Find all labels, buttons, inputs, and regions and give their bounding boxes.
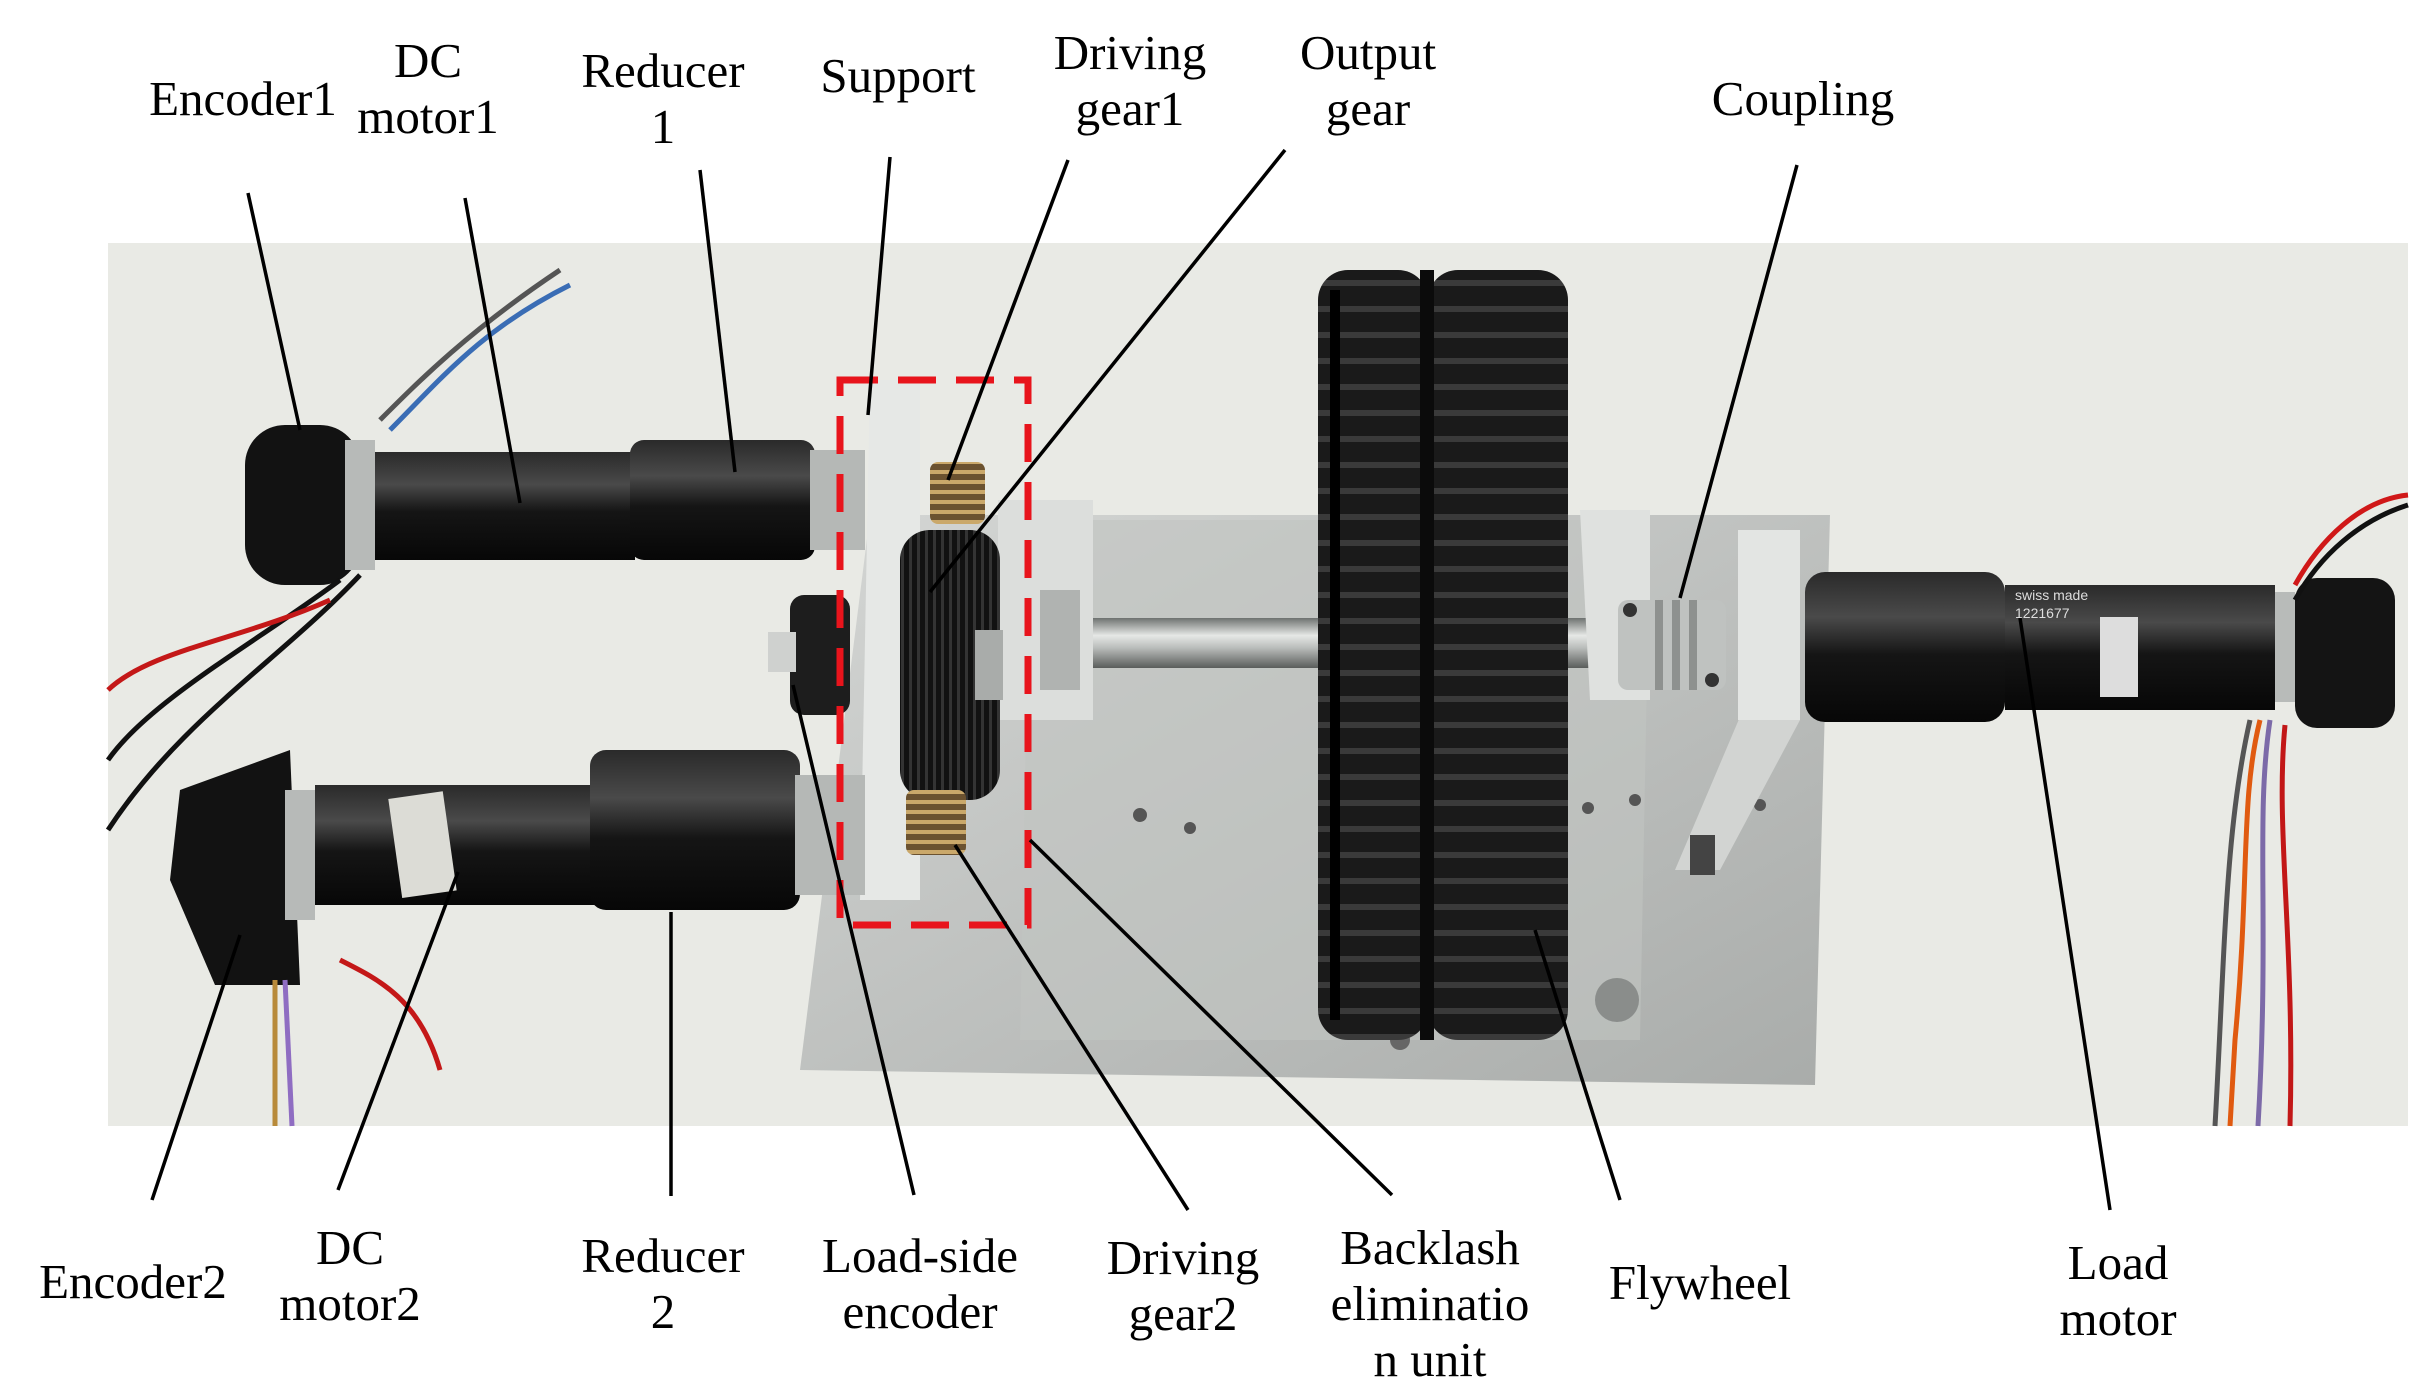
leader-driving-gear2 xyxy=(953,844,1190,1211)
leader-load-side-encoder xyxy=(791,684,916,1196)
leader-backlash-unit xyxy=(1028,838,1394,1197)
motor-label-text-1: swiss made xyxy=(2015,587,2088,603)
label-encoder1: Encoder1 xyxy=(149,71,337,126)
coupling xyxy=(1618,600,1726,690)
load-motor-wires xyxy=(2212,492,2409,1127)
flywheel-gear xyxy=(1318,270,1568,1040)
leader-support xyxy=(866,156,892,416)
gear-highlight-box xyxy=(836,376,1032,929)
leader-flywheel xyxy=(1533,929,1622,1201)
leader-lines xyxy=(150,148,2112,1211)
label-support: Support xyxy=(820,48,976,103)
leader-encoder1 xyxy=(246,192,302,431)
leader-output-gear xyxy=(928,148,1287,594)
upper-motor-assembly xyxy=(245,425,865,585)
label-flywheel: Flywheel xyxy=(1608,1255,1792,1310)
motor-label-text-2: 1221677 xyxy=(2015,605,2070,621)
leader-reducer1 xyxy=(698,169,737,473)
leader-driving-gear1 xyxy=(946,159,1070,481)
left-wires xyxy=(105,267,572,1127)
leader-encoder2 xyxy=(150,934,242,1201)
driving-gear2 xyxy=(906,790,966,855)
leader-dc-motor2 xyxy=(336,871,460,1191)
leader-coupling xyxy=(1678,164,1799,599)
leader-dc-motor1 xyxy=(463,197,522,504)
label-coupling: Coupling xyxy=(1711,71,1895,126)
driving-gear1 xyxy=(930,462,985,524)
load-motor-body: swiss made 1221677 xyxy=(1805,572,2395,728)
lower-motor-assembly xyxy=(170,750,865,985)
output-gear xyxy=(900,530,1003,800)
label-encoder2: Encoder2 xyxy=(39,1254,227,1309)
leader-load-motor xyxy=(2018,617,2112,1211)
